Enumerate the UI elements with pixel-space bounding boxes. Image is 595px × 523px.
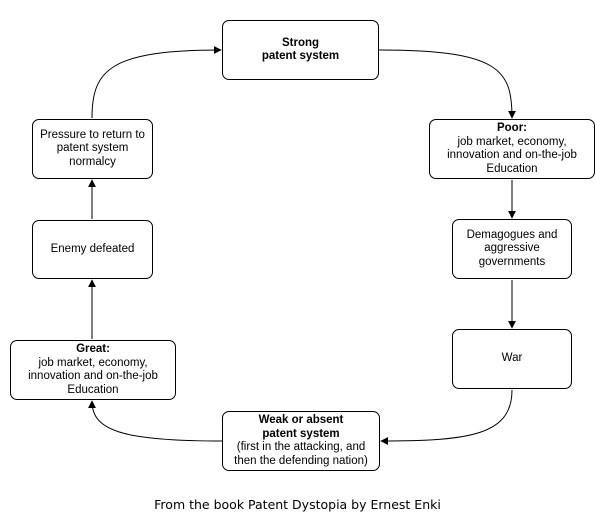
node-line: Pressure to return to — [40, 128, 145, 141]
node-label: Enemy defeated — [50, 242, 135, 255]
figure-caption: From the book Patent Dystopia by Ernest … — [154, 497, 441, 512]
node-line: then the defending nation) — [234, 454, 368, 467]
node-label: War — [501, 352, 523, 365]
node-title: Great: — [76, 343, 110, 355]
node-line: aggressive — [484, 242, 540, 255]
node-enemy-defeated: Enemy defeated — [32, 220, 153, 279]
node-war: War — [452, 329, 572, 389]
node-line: innovation and on-the-job — [447, 149, 577, 161]
edge-strong-to-poor — [378, 49, 516, 119]
node-line: Demagogues and — [466, 228, 558, 241]
node-line: innovation and on-the-job — [28, 370, 158, 382]
node-weak-patent-system: Weak or absent patent system (first in t… — [222, 411, 380, 471]
node-title: Weak or absent — [258, 414, 344, 426]
node-pressure: Pressure to return to patent system norm… — [32, 119, 153, 179]
node-line: (first in the attacking, and — [236, 441, 366, 453]
node-title: patent system — [261, 50, 340, 62]
node-title: Strong — [281, 36, 320, 49]
node-great: Great: job market, economy, innovation a… — [10, 340, 176, 400]
edge-pressure-to-strong — [91, 46, 222, 119]
node-title: patent system — [262, 427, 340, 440]
edge-war-to-weak — [380, 389, 513, 445]
node-line: Education — [486, 162, 538, 175]
node-title: Poor: — [496, 122, 528, 134]
node-line: normalcy — [69, 155, 116, 168]
edge-weak-to-great — [88, 400, 224, 442]
node-line: governments — [478, 255, 546, 268]
node-poor: Poor: job market, economy, innovation an… — [429, 119, 595, 179]
node-line: job market, economy, — [457, 135, 567, 148]
node-line: Education — [67, 383, 119, 396]
node-line: job market, economy, — [38, 356, 148, 369]
node-demagogues: Demagogues and aggressive governments — [452, 219, 572, 279]
node-line: patent system — [56, 142, 129, 155]
node-strong-patent-system: Strong patent system — [222, 20, 379, 80]
